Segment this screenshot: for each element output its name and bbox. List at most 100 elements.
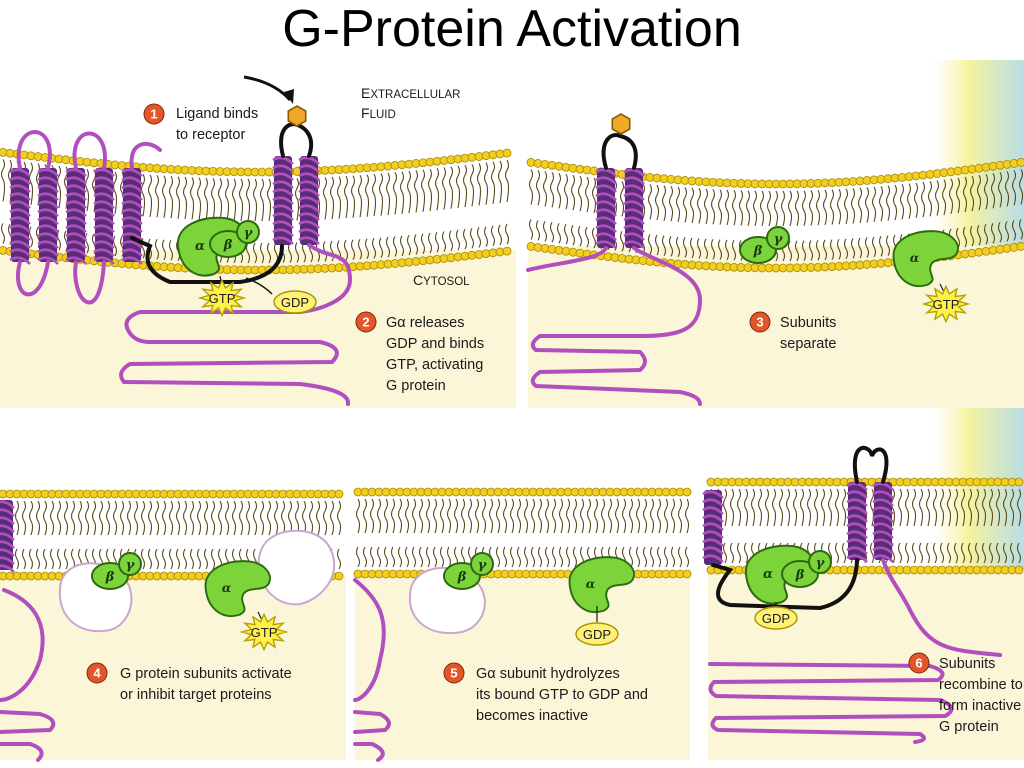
lipid-tail [28,500,34,536]
step-text-line: G protein [939,719,999,735]
lipid-tail [56,500,62,536]
gdp-release-arrow [245,277,273,295]
lipid-tail [953,542,959,564]
lipid-tail [14,500,20,536]
gtp-star-shape [921,284,971,324]
gdp-oval: GDP [754,606,798,630]
lipid-tail [196,548,202,570]
lipid-tail [565,498,571,534]
receptor-loop [353,578,386,702]
helix-turn [846,554,868,563]
helix-turn [623,176,645,185]
lipid-tail [502,498,508,534]
lipid-tail [556,223,562,244]
lipid-tail [336,500,342,536]
step-text-line: Gα subunit hydrolyzes [476,666,620,682]
lipid-tail [427,232,433,254]
ligand-hexagon [611,113,631,135]
lipid-tail [364,174,370,217]
lipid-tail [773,190,779,227]
lipid-tail [56,548,62,570]
receptor-helix [595,168,617,249]
lipid-tail [455,229,461,251]
lipid-tail [350,175,356,218]
helix-turn [9,240,31,249]
lipid-head [502,246,512,256]
lipid-tail [56,229,62,251]
helix-turn [9,256,31,265]
lipid-tail [369,546,375,568]
lipid-tail [14,548,20,570]
lipid-tail [357,174,363,218]
helix-turn [623,232,645,241]
step-badge [86,662,108,684]
lipid-tail [245,500,251,536]
lipid-tail [656,546,662,568]
step-badge [355,311,377,333]
lipid-tail [1002,542,1008,564]
lipid-tail [119,500,125,536]
beta-body [739,236,777,264]
lipid-tail [413,170,419,213]
helix-turn [298,212,320,221]
lipid-tail [273,500,279,536]
helix-turn [65,176,87,185]
step-text-line: G protein subunits activate [120,666,292,682]
lipid-head [1016,242,1024,251]
helix-turn [121,192,143,201]
lipid-tail [579,498,585,534]
helix-turn [298,228,320,237]
lipid-tail [974,488,980,527]
lipid-tail [927,181,933,217]
lipid-tail [771,488,777,527]
receptor-loop [0,710,56,734]
lipid-tail [439,546,445,568]
helix-turn [121,224,143,233]
lipid-tail [869,542,875,564]
gamma-label: γ [774,232,784,247]
lipid-tail [252,500,258,536]
gdp-oval: GDP [575,622,619,646]
helix-turn [37,240,59,249]
helix-turn [872,490,894,499]
gamma-body [470,552,494,576]
lipid-tail [385,172,391,216]
helix-turn [298,196,320,205]
lipid-tail [497,224,503,246]
lipid-tail [794,190,800,226]
lipid-tail [140,548,146,570]
helix-turn [93,208,115,217]
receptor-helix [623,168,645,249]
lipid-tail [420,169,426,212]
gtp-label: GTP [209,291,236,306]
receptor-c-terminus [881,558,1002,657]
lipid-tail [196,500,202,536]
lipid-tail [432,498,438,534]
lipid-tail [801,190,807,226]
receptor-helix [9,168,31,265]
lipid-tail [822,189,828,226]
lipid-head [682,487,692,497]
alpha-label: α [910,250,920,265]
lipid-tail [537,546,543,568]
lipid-tail [577,225,583,247]
alpha-label: α [586,576,596,591]
lipid-tail [371,173,377,217]
helix-turn [846,482,868,491]
lipid-tail [70,500,76,536]
helix-turn [9,168,31,177]
receptor-helix [93,168,115,265]
helix-turn [37,256,59,265]
receptor-loop [0,588,45,702]
lipid-tail [988,488,994,527]
lipid-tail [885,235,891,256]
lipid-tail [397,498,403,534]
ligand-arrowhead [284,89,294,104]
lipid-tail [175,176,181,219]
lipid-tail [392,236,398,257]
lipid-tail [670,498,676,534]
lipid-tail [892,184,898,221]
helix-turn [595,192,617,201]
helix-turn [93,232,115,241]
